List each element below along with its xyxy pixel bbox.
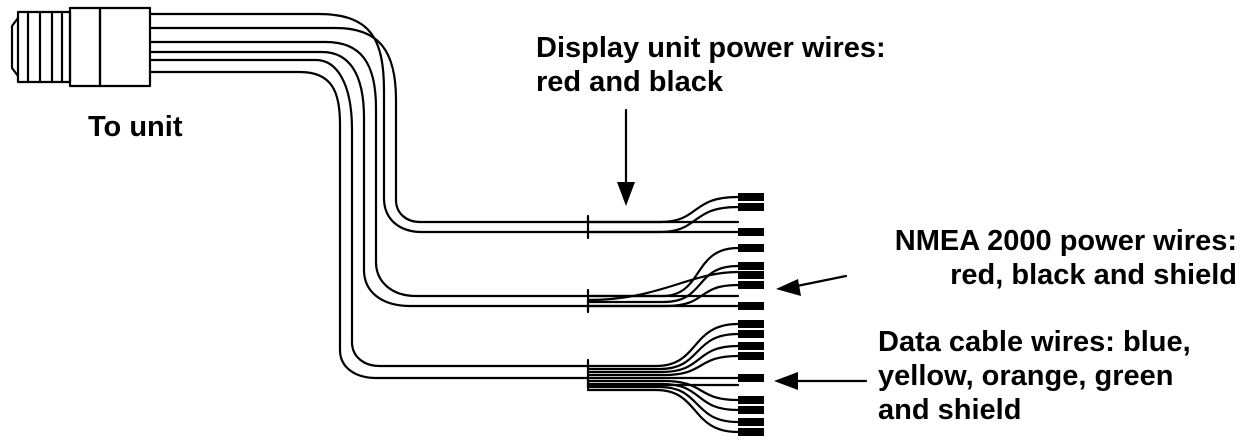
to-unit-text: To unit <box>88 111 183 143</box>
data-cable-wires <box>586 322 740 434</box>
nmea-power-label: NMEA 2000 power wires: red, black and sh… <box>895 224 1237 292</box>
data-cable-label: Data cable wires: blue, yellow, orange, … <box>878 325 1191 427</box>
data-cable-line-1: Data cable wires: blue, <box>878 326 1191 358</box>
nmea-power-wires <box>586 246 740 314</box>
arrow-icon <box>624 108 868 383</box>
display-power-line-2: red and black <box>536 66 723 98</box>
display-power-line-1: Display unit power wires: <box>536 32 886 64</box>
to-unit-label: To unit <box>88 110 182 144</box>
data-cable-line-3: and shield <box>878 394 1022 426</box>
display-power-wires <box>418 195 740 240</box>
cable-connector-icon <box>10 6 152 88</box>
arrowheads <box>617 182 801 390</box>
nmea-power-line-2: red, black and shield <box>950 259 1237 291</box>
data-cable-line-2: yellow, orange, green <box>878 360 1174 392</box>
nmea-power-line-1: NMEA 2000 power wires: <box>894 225 1237 257</box>
cable-bundle <box>148 12 590 380</box>
wire-tips <box>738 193 764 436</box>
display-power-label: Display unit power wires: red and black <box>536 31 886 99</box>
